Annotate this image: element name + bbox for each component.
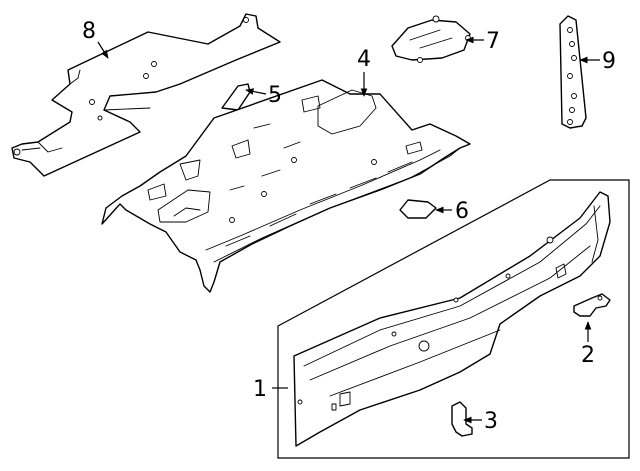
callout-9: 9 [602,49,616,74]
callout-4: 4 [357,47,371,72]
part-1-rear-panel[interactable] [293,191,611,447]
part-7-cover[interactable] [391,15,471,63]
part-9-bracket[interactable] [559,15,587,129]
callout-2: 2 [581,343,595,368]
callout-8: 8 [82,19,96,44]
leader-5 [245,88,267,95]
callout-6: 6 [455,199,469,224]
callout-labels: 1 2 3 4 5 6 7 8 9 [82,19,616,434]
part-1-group-frame [277,179,630,459]
callout-1: 1 [253,377,267,402]
leader-lines [97,36,600,424]
part-8-tray-insulator[interactable] [11,13,281,177]
part-6-cover[interactable] [399,199,437,219]
part-2-bracket[interactable] [573,293,611,317]
part-4-package-tray[interactable] [101,79,471,293]
callout-7: 7 [486,29,500,54]
callout-5: 5 [268,83,282,108]
callout-3: 3 [484,409,498,434]
part-5-seal[interactable] [221,83,251,111]
leader-8 [97,41,109,59]
part-3-clip[interactable] [451,401,473,437]
